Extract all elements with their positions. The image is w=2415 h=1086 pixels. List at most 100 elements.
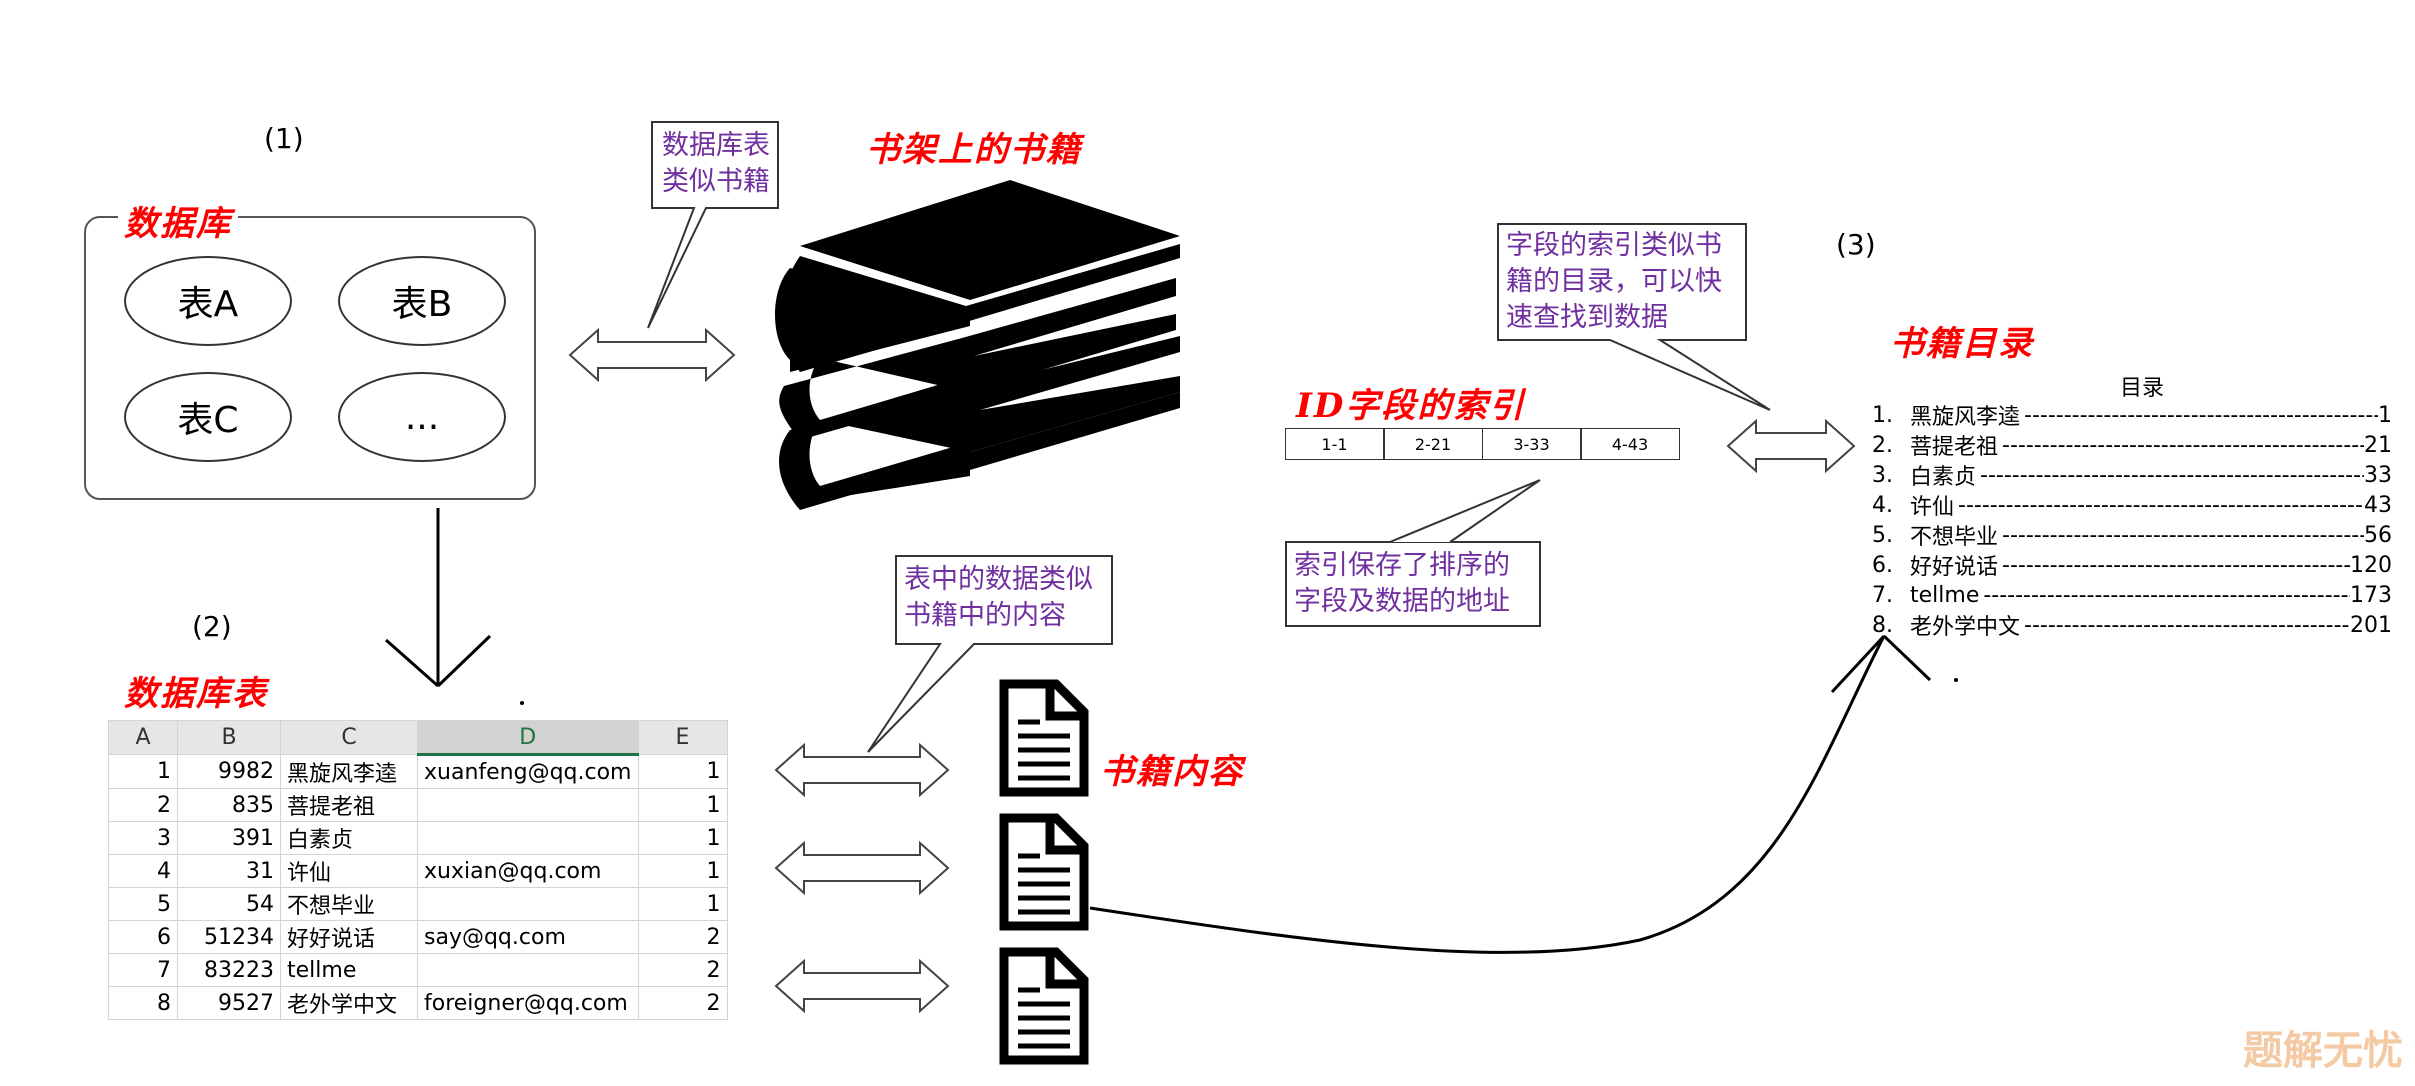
table-cell	[417, 788, 639, 822]
toc-item-leader: ----------------------------------------…	[2024, 402, 2378, 428]
toc-item-name: 不想毕业	[1910, 525, 1999, 550]
toc-item: 8.老外学中文---------------------------------…	[1872, 610, 2392, 641]
books-on-shelf-title: 书架上的书籍	[866, 130, 1082, 170]
double-arrow-row-3	[774, 958, 950, 1014]
toc-item-name: 菩提老祖	[1910, 435, 1999, 460]
toc: 目录 1.黑旋风李逵------------------------------…	[1872, 376, 2392, 641]
callout-line: 数据库表	[662, 130, 770, 161]
col-header-b: B	[177, 720, 281, 755]
database-title: 数据库	[118, 196, 238, 245]
toc-item-name: 许仙	[1910, 495, 1955, 520]
table-cell: 51234	[177, 920, 281, 954]
table-cell	[417, 821, 639, 855]
table-cell: tellme	[280, 953, 418, 987]
table-cell: 3	[108, 821, 178, 855]
table-cell: 许仙	[280, 854, 418, 888]
table-cell: 白素贞	[280, 821, 418, 855]
toc-item-leader: ----------------------------------------…	[2002, 522, 2364, 548]
callout-line: 表中的数据类似	[904, 564, 1093, 595]
table-cell: 4	[108, 854, 178, 888]
toc-item: 3.白素贞-----------------------------------…	[1872, 460, 2392, 491]
toc-item-leader: ----------------------------------------…	[2024, 612, 2350, 638]
table-cell: 2	[637, 920, 728, 954]
callout-data-like-content	[867, 555, 1113, 753]
toc-item-number: 5.	[1872, 522, 1893, 548]
double-arrow-db-books	[568, 327, 736, 383]
table-cell: say@qq.com	[417, 920, 639, 954]
table-cell: foreigner@qq.com	[417, 986, 639, 1020]
index-cells: 1-1 2-21 3-33 4-43	[1284, 428, 1680, 460]
callout-line: 索引保存了排序的	[1294, 550, 1510, 581]
toc-item-page: 43	[2364, 492, 2392, 518]
database-table-title: 数据库表	[124, 674, 268, 714]
toc-item-leader: ----------------------------------------…	[1983, 582, 2350, 608]
label-number-3: (3)	[1836, 228, 1876, 261]
db-table-a: 表A	[124, 256, 292, 346]
table-cell: 1	[637, 788, 728, 822]
callout-line: 速查找到数据	[1506, 302, 1668, 333]
database-box: 表A 表B 表C ...	[84, 216, 536, 500]
toc-item: 4. 许仙------------------------------------…	[1872, 490, 2392, 521]
table-cell: xuanfeng@qq.com	[417, 754, 639, 789]
dot-1	[520, 701, 524, 705]
index-cell: 1-1	[1284, 428, 1385, 460]
callout-text-index-like-toc: 字段的索引类似书 籍的目录，可以快 速查找到数据	[1506, 228, 1722, 336]
toc-item-page: 33	[2364, 462, 2392, 488]
callout-text-data-like-content: 表中的数据类似 书籍中的内容	[904, 562, 1093, 634]
callout-line: 字段及数据的地址	[1294, 586, 1510, 617]
down-arrow-db-table	[385, 508, 492, 688]
col-header-c: C	[280, 720, 418, 755]
toc-item-number: 4.	[1872, 492, 1893, 518]
book-toc-title: 书籍目录	[1890, 324, 2034, 364]
dot-2	[1954, 678, 1958, 682]
table-cell: 835	[177, 788, 281, 822]
table-cell: 6	[108, 920, 178, 954]
table-cell	[417, 887, 639, 921]
callout-index-like-toc	[1497, 223, 1771, 411]
toc-item-number: 6.	[1872, 552, 1893, 578]
callout-table-like-book	[647, 121, 779, 329]
toc-item: 1.黑旋风李逵---------------------------------…	[1872, 400, 2392, 431]
toc-item-page: 1	[2378, 402, 2392, 428]
toc-item-page: 201	[2350, 612, 2392, 638]
book-content-title: 书籍内容	[1100, 752, 1244, 792]
table-cell: 7	[108, 953, 178, 987]
watermark-logo: 题解无忧	[2243, 1028, 2403, 1074]
toc-item: 2.菩提老祖----------------------------------…	[1872, 430, 2392, 461]
table-cell: 391	[177, 821, 281, 855]
table-cell: 8	[108, 986, 178, 1020]
db-table-b: 表B	[338, 256, 506, 346]
table-cell: 菩提老祖	[280, 788, 418, 822]
toc-title: 目录	[2120, 376, 2165, 401]
table-cell: 1	[637, 754, 728, 789]
table-cell: xuxian@qq.com	[417, 854, 639, 888]
toc-item-number: 7.	[1872, 582, 1893, 608]
label-number-2: (2)	[192, 610, 232, 643]
label-number-1: (1)	[264, 122, 304, 155]
table-cell	[417, 953, 639, 987]
db-table-more: ...	[338, 372, 506, 462]
callout-text-index-stores: 索引保存了排序的 字段及数据的地址	[1294, 548, 1510, 620]
col-header-a: A	[108, 720, 178, 755]
table-cell: 5	[108, 887, 178, 921]
index-cell: 3-33	[1481, 428, 1582, 460]
toc-item-leader: ----------------------------------------…	[1958, 492, 2364, 518]
table-cell: 1	[108, 754, 178, 789]
callout-line: 籍的目录，可以快	[1506, 266, 1722, 297]
toc-item-name: 白素贞	[1910, 465, 1977, 490]
toc-item-number: 3.	[1872, 462, 1893, 488]
double-arrow-row-1	[774, 742, 950, 798]
curve-arrow-doc-to-toc	[1089, 634, 1932, 954]
double-arrow-row-2	[774, 840, 950, 896]
callout-line: 类似书籍	[662, 166, 770, 197]
id-index-title: ID字段的索引	[1296, 386, 1526, 426]
callout-line: 书籍中的内容	[904, 600, 1066, 631]
table-cell: 83223	[177, 953, 281, 987]
toc-item-name: tellme	[1910, 582, 1980, 608]
col-header-e: E	[637, 720, 728, 755]
